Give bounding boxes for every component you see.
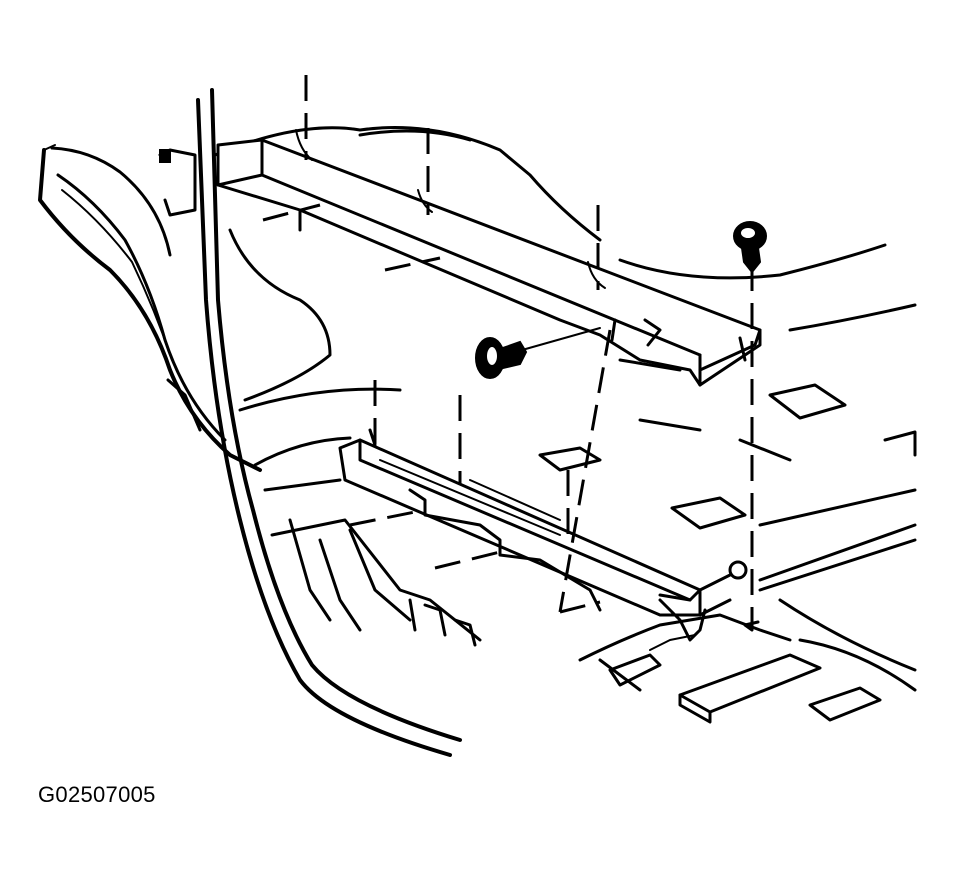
figure-code-label: G02507005 bbox=[38, 782, 156, 807]
push-pin-fastener-right bbox=[733, 221, 767, 274]
lower-sill-rail bbox=[338, 428, 748, 617]
upper-trim-rail bbox=[216, 129, 762, 387]
left-side-panel bbox=[38, 144, 262, 472]
push-pin-fastener-left bbox=[475, 327, 601, 379]
floor-outline bbox=[253, 358, 917, 692]
alignment-lines bbox=[262, 75, 754, 630]
floor-pads bbox=[538, 383, 917, 724]
body-contour bbox=[213, 126, 917, 412]
wiring-harness bbox=[649, 598, 707, 651]
clip-right bbox=[743, 620, 760, 632]
left-bracket bbox=[158, 148, 197, 217]
rear-pillar bbox=[196, 88, 462, 757]
